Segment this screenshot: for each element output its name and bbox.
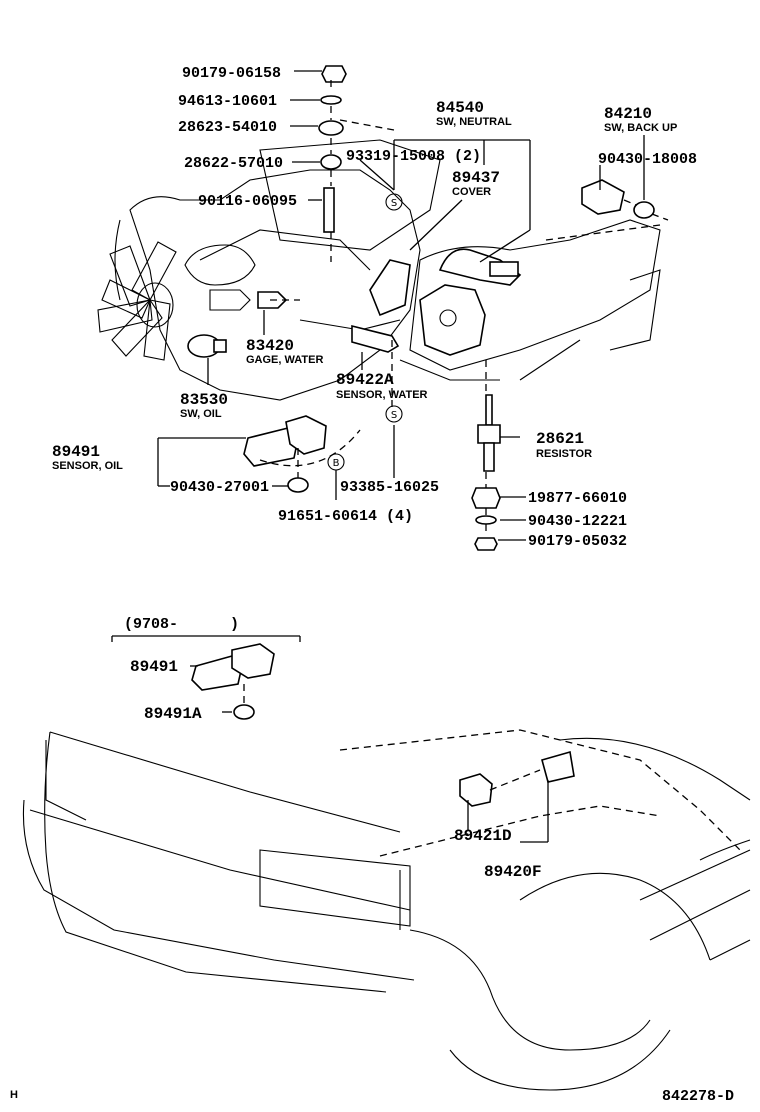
backup-switch-part — [581, 179, 655, 219]
label-83530-desc: SW, OIL — [180, 408, 222, 420]
leader-lines-upper — [157, 70, 645, 541]
car-body — [22, 729, 751, 1091]
label-94613-10601: 94613-10601 — [178, 93, 277, 110]
label-90430-12221: 90430-12221 — [528, 513, 627, 530]
s-mark-1 — [385, 193, 403, 211]
label-28621: 28621 — [536, 430, 584, 448]
label-28622-57010: 28622-57010 — [184, 155, 283, 172]
s-mark-2 — [385, 405, 403, 423]
oil-switch-part — [187, 334, 227, 358]
label-83420-desc: GAGE, WATER — [246, 354, 323, 366]
neutral-switch-part — [419, 248, 522, 356]
s-mark-2-label: S — [391, 410, 397, 421]
b-mark — [327, 453, 345, 471]
label-9708-close: ) — [230, 616, 239, 633]
footer: H 842278-D — [10, 1088, 734, 1105]
label-90430-27001: 90430-27001 — [170, 479, 269, 496]
oil-sensor-part — [243, 415, 327, 493]
footer-left-mark: H — [10, 1089, 18, 1101]
water-sensor-part — [351, 324, 400, 353]
label-19877-66010: 19877-66010 — [528, 490, 627, 507]
label-90179-05032: 90179-05032 — [528, 533, 627, 550]
label-93385-16025: 93385-16025 — [340, 479, 439, 496]
label-90116-06095: 90116-06095 — [198, 193, 297, 210]
label-89491-desc: SENSOR, OIL — [52, 460, 123, 472]
resistor-part — [477, 394, 501, 472]
symbol-marks: S S B — [327, 193, 403, 471]
label-83530: 83530 — [180, 391, 228, 409]
diagram-code: 842278-D — [662, 1088, 734, 1105]
dashed-lines-upper — [259, 80, 669, 536]
label-89437-desc: COVER — [452, 186, 491, 198]
label-89491A: 89491A — [144, 705, 202, 723]
label-84540: 84540 — [436, 99, 484, 117]
label-84540-desc: SW, NEUTRAL — [436, 116, 512, 128]
engine-outline — [97, 139, 661, 401]
s-mark-1-label: S — [391, 198, 397, 209]
label-89491: 89491 — [52, 443, 100, 461]
label-91651-60614: 91651-60614 (4) — [278, 508, 413, 525]
label-28621-desc: RESISTOR — [536, 448, 592, 460]
label-89421D: 89421D — [454, 827, 512, 845]
inset-9708 — [111, 635, 301, 720]
fasteners-bottom — [471, 487, 501, 551]
label-28623-54010: 28623-54010 — [178, 119, 277, 136]
airbag-sensor-part — [459, 750, 575, 843]
callout-labels: 90179-06158 94613-10601 28623-54010 2862… — [52, 65, 697, 881]
fasteners-top — [318, 65, 347, 233]
label-89420F: 89420F — [484, 863, 542, 881]
label-89422A: 89422A — [336, 371, 394, 389]
label-90430-18008: 90430-18008 — [598, 151, 697, 168]
label-83420: 83420 — [246, 337, 294, 355]
label-89437: 89437 — [452, 169, 500, 187]
label-93319-15008: 93319-15008 (2) — [346, 148, 481, 165]
b-mark-label: B — [333, 458, 340, 469]
bracket-part — [369, 259, 411, 317]
label-84210-desc: SW, BACK UP — [604, 122, 677, 134]
label-89491-inset: 89491 — [130, 658, 178, 676]
label-9708-open: (9708- — [124, 616, 178, 633]
label-89422A-desc: SENSOR, WATER — [336, 389, 428, 401]
label-84210: 84210 — [604, 105, 652, 123]
label-90179-06158: 90179-06158 — [182, 65, 281, 82]
